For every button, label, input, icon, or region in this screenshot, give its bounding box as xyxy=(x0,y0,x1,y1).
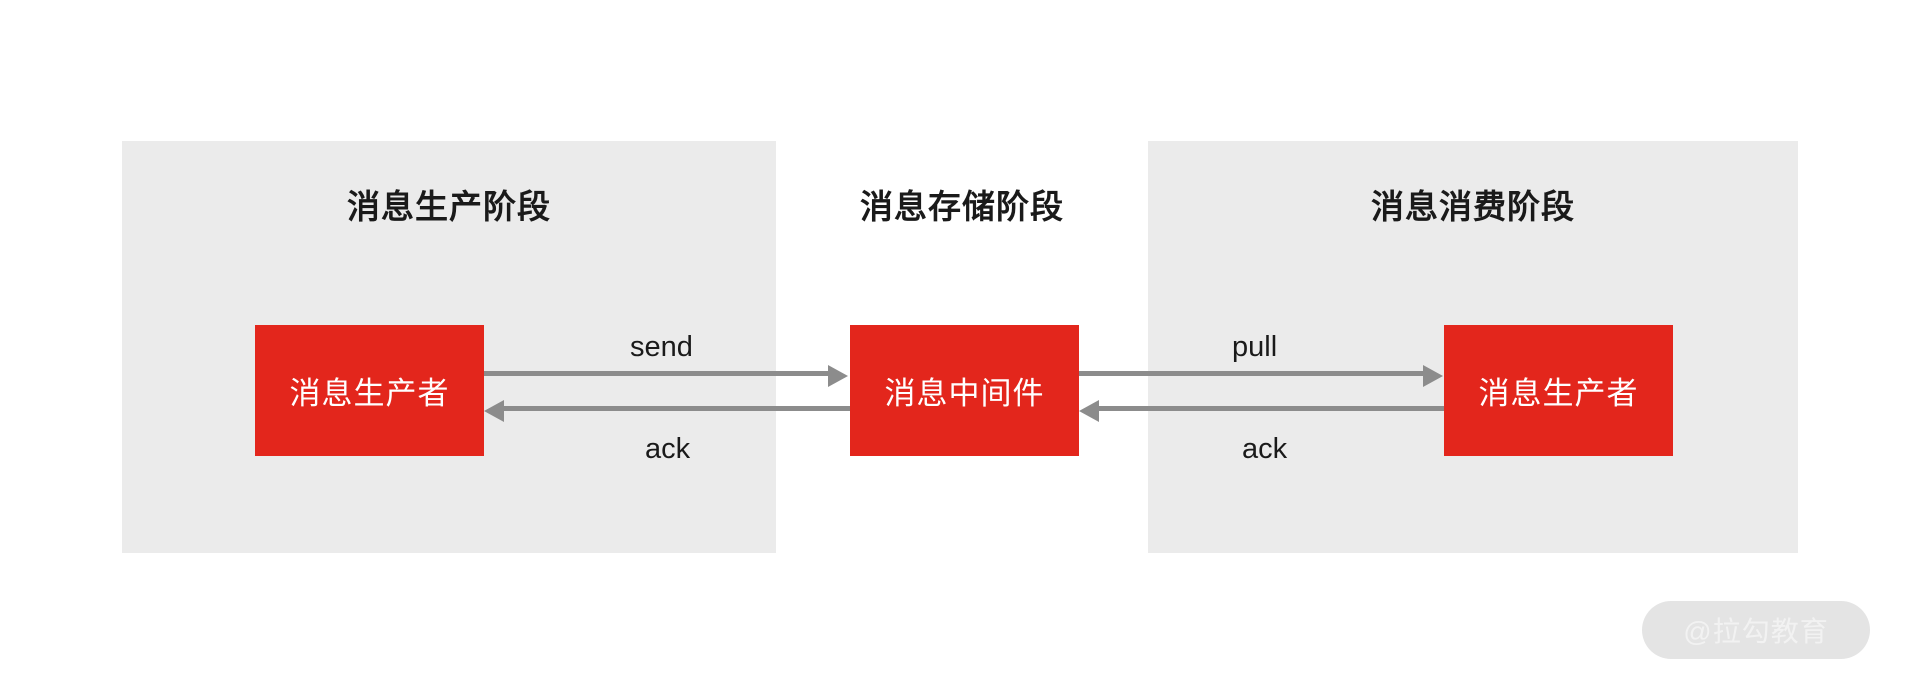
arrow-pull-head-icon xyxy=(1423,365,1443,387)
arrow-label-ack-producer: ack xyxy=(645,433,691,465)
arrow-send-line xyxy=(484,371,830,376)
stage-title-produce: 消息生产阶段 xyxy=(347,188,551,225)
arrow-label-pull: pull xyxy=(1232,331,1278,363)
watermark-badge: @拉勾教育 xyxy=(1642,601,1870,659)
arrow-label-ack-consumer: ack xyxy=(1242,433,1288,465)
arrow-send-head-icon xyxy=(828,365,848,387)
arrow-pull-line xyxy=(1079,371,1425,376)
node-message-producer: 消息生产者 xyxy=(255,325,484,456)
arrow-ack-consumer-line xyxy=(1099,406,1445,411)
arrow-ack-consumer-head-icon xyxy=(1079,400,1099,422)
stage-panel-store: 消息存储阶段 xyxy=(776,141,1148,553)
arrow-label-send: send xyxy=(630,331,693,363)
node-message-consumer: 消息生产者 xyxy=(1444,325,1673,456)
stage-title-consume: 消息消费阶段 xyxy=(1371,188,1575,225)
node-message-broker: 消息中间件 xyxy=(850,325,1079,456)
arrow-ack-producer-head-icon xyxy=(484,400,504,422)
stage-title-store: 消息存储阶段 xyxy=(860,188,1064,225)
watermark-text: @拉勾教育 xyxy=(1683,616,1829,647)
arrow-ack-producer-line xyxy=(504,406,850,411)
stage-panel-consume: 消息消费阶段 xyxy=(1148,141,1798,553)
